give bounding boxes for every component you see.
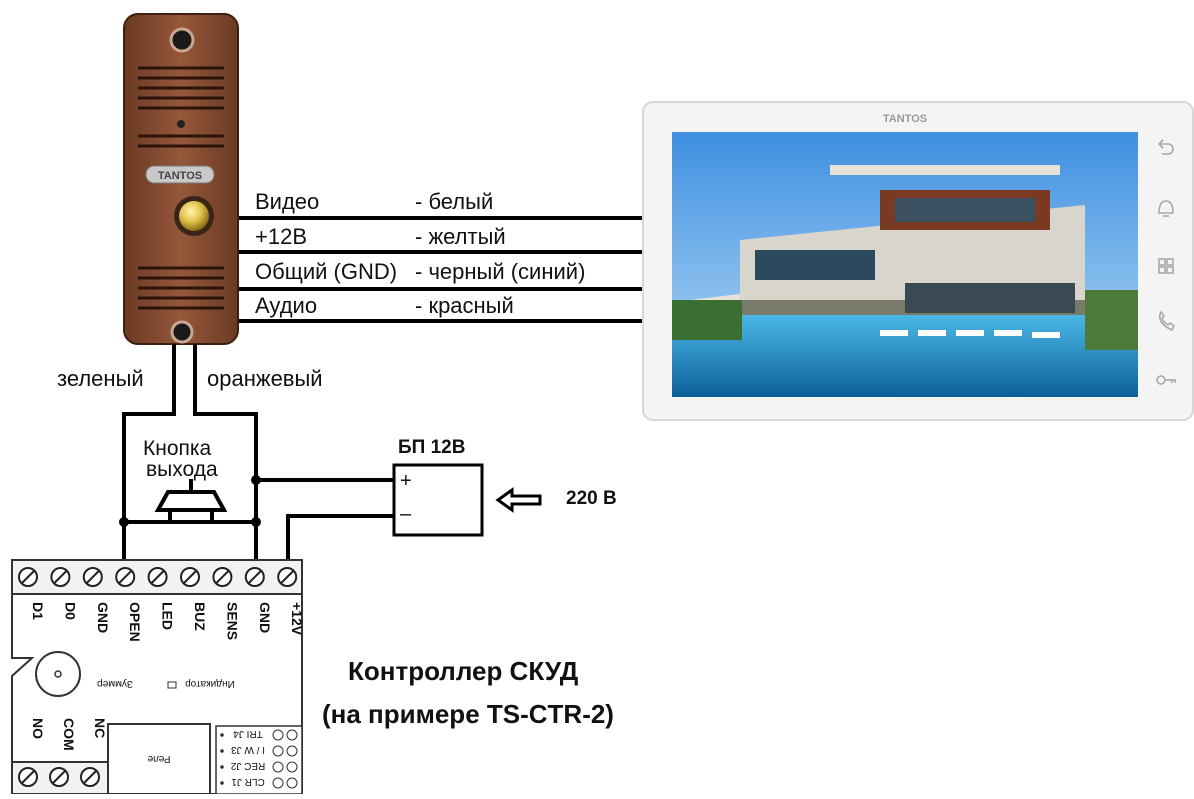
call-panel: TANTOS: [123, 13, 239, 345]
wire-name-12v: +12В: [255, 224, 307, 249]
key-icon[interactable]: [1156, 375, 1176, 385]
wire-name-video: Видео: [255, 189, 320, 214]
terminal-label: +12V: [289, 602, 305, 636]
terminal-label: GND: [257, 602, 273, 633]
camera-lens-icon: [169, 27, 195, 53]
terminal-label: COM: [61, 718, 77, 751]
terminal-label: LED: [160, 602, 176, 630]
jumper-label: I / W J3: [231, 744, 265, 755]
top-terminal-labels: D1 D0 GND OPEN LED BUZ SENS GND +12V: [30, 602, 305, 642]
terminal-screw-icon: [180, 567, 200, 587]
junction-dot: [119, 517, 129, 527]
terminal-label: SENS: [224, 602, 240, 640]
exit-button-label-line1: Кнопка: [143, 437, 212, 460]
jumper-pin: [272, 777, 284, 789]
terminal-screw-icon: [18, 567, 38, 587]
jumper-pin: [286, 761, 298, 773]
psu-plus: +: [400, 470, 412, 492]
wire-color-audio: - красный: [415, 293, 514, 318]
call-button-icon: [179, 201, 209, 231]
arrow-left-icon: [495, 487, 542, 513]
jumper-pin: [272, 745, 284, 757]
bottom-terminal-labels: NO COM NC: [30, 718, 108, 751]
terminal-screw-icon: [18, 767, 38, 787]
controller-board: D1 D0 GND OPEN LED BUZ SENS GND +12V Зуммер Инди…: [11, 559, 305, 795]
terminal-screw-icon: [115, 567, 136, 587]
psu-input-voltage: 220 В: [566, 488, 617, 509]
wire-name-gnd: Общий (GND): [255, 259, 398, 284]
caption-subtitle: (на примере TS-CTR-2): [322, 699, 614, 729]
terminal-screw-icon: [49, 767, 69, 787]
terminal-screw-icon: [212, 567, 233, 587]
wire-color-gnd: - черный (синий): [415, 259, 586, 284]
caption-title: Контроллер СКУД: [348, 656, 579, 686]
terminal-screw-icon: [244, 567, 265, 587]
terminal-label: D0: [62, 602, 78, 620]
terminal-label: OPEN: [127, 602, 143, 642]
relay-box: [107, 723, 211, 795]
jumper-pin: [286, 729, 298, 741]
wire-name-audio: Аудио: [255, 293, 318, 318]
monitor-side-buttons: [1156, 139, 1176, 385]
speaker-icon: [170, 320, 194, 344]
lead-label-orange: оранжевый: [207, 366, 323, 391]
panel-to-monitor-wires: [238, 216, 668, 323]
terminal-label: BUZ: [192, 602, 208, 631]
bell-icon[interactable]: [1158, 200, 1174, 217]
psu-title: БП 12В: [398, 437, 466, 458]
indoor-monitor: TANTOS: [642, 101, 1194, 421]
grid-icon[interactable]: [1158, 258, 1174, 274]
terminal-screw-icon: [50, 567, 71, 587]
monitor-screen: [672, 132, 1138, 397]
lead-green: [122, 344, 176, 522]
terminal-label: NC: [92, 718, 108, 738]
back-icon[interactable]: [1157, 139, 1174, 155]
terminal-screw-icon: [147, 567, 168, 587]
psu-minus-wire: [286, 514, 394, 560]
terminal-screw-icon: [80, 767, 100, 787]
panel-logo-plate: [145, 165, 215, 184]
wire-color-video: - белый: [415, 189, 494, 214]
light-sensor-icon: [177, 120, 185, 128]
top-terminal-row: [18, 567, 298, 587]
lead-label-green: зеленый: [57, 366, 144, 391]
terminal-screw-icon: [82, 567, 103, 587]
panel-brand: TANTOS: [158, 170, 202, 182]
jumper-label: REC J2: [230, 760, 265, 771]
power-supply: [256, 463, 542, 560]
jumper-pin: [272, 729, 284, 741]
terminal-label: GND: [95, 602, 111, 633]
relay-label: Реле: [147, 753, 170, 764]
jumper-label: CLR J1: [231, 776, 265, 787]
junction-dot: [251, 517, 261, 527]
terminal-label: NO: [30, 718, 46, 739]
handset-icon[interactable]: [1158, 310, 1176, 332]
exit-button-label-line2: выхода: [146, 458, 218, 481]
jumper-pin: [286, 745, 298, 757]
monitor-brand: TANTOS: [883, 113, 927, 125]
lead-orange: [193, 344, 258, 560]
jumper-list: TRI J4 I / W J3 REC J2 CLR J1: [220, 728, 298, 789]
jumper-pin: [286, 777, 298, 789]
psu-minus: –: [400, 503, 412, 525]
terminal-label: D1: [30, 602, 46, 620]
terminal-screw-icon: [277, 567, 298, 587]
panel-leads: [122, 344, 258, 560]
jumper-label: TRI J4: [233, 728, 263, 739]
bottom-terminal-row: [11, 761, 109, 795]
indicator-label: Индикатор: [185, 678, 235, 689]
jumper-pin: [272, 761, 284, 773]
wire-color-12v: - желтый: [415, 224, 506, 249]
indicator-led-icon: [167, 681, 177, 689]
exit-button-symbol: [124, 479, 256, 524]
buzzer-label: Зуммер: [97, 678, 133, 689]
